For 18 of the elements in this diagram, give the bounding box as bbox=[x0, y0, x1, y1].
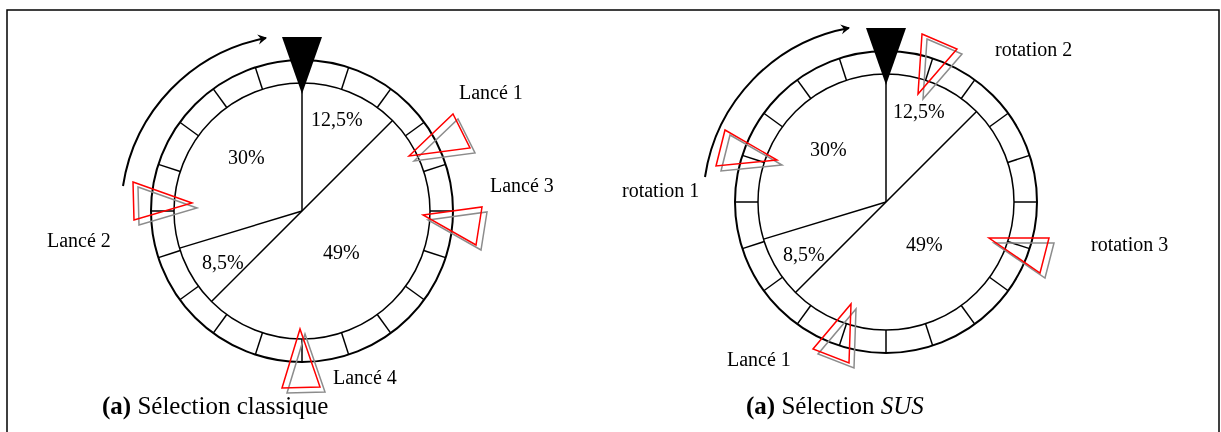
wheel-label: Lancé 4 bbox=[333, 367, 397, 387]
wheel-label: 12,5% bbox=[893, 101, 945, 121]
wheel-label: 8,5% bbox=[783, 244, 825, 264]
figure-caption: (a) Sélection classique bbox=[102, 393, 329, 418]
wheel-label: 49% bbox=[323, 242, 360, 262]
wheel-label: Lancé 2 bbox=[47, 230, 111, 250]
wheel-label: Lancé 1 bbox=[459, 82, 523, 102]
wheel-label: Lancé 1 bbox=[727, 349, 791, 369]
wheel-label: rotation 2 bbox=[995, 39, 1073, 59]
wheel-label: Lancé 3 bbox=[490, 175, 554, 195]
figure-caption: (a) Sélection SUS bbox=[746, 393, 924, 418]
wheel-label: 30% bbox=[810, 139, 847, 159]
wheel-label: 30% bbox=[228, 147, 265, 167]
wheel-label: 49% bbox=[906, 234, 943, 254]
wheel-label: rotation 1 bbox=[622, 180, 700, 200]
wheel-label: 12,5% bbox=[311, 109, 363, 129]
wheel-label: 8,5% bbox=[202, 252, 244, 272]
wheel-label: rotation 3 bbox=[1091, 234, 1169, 254]
